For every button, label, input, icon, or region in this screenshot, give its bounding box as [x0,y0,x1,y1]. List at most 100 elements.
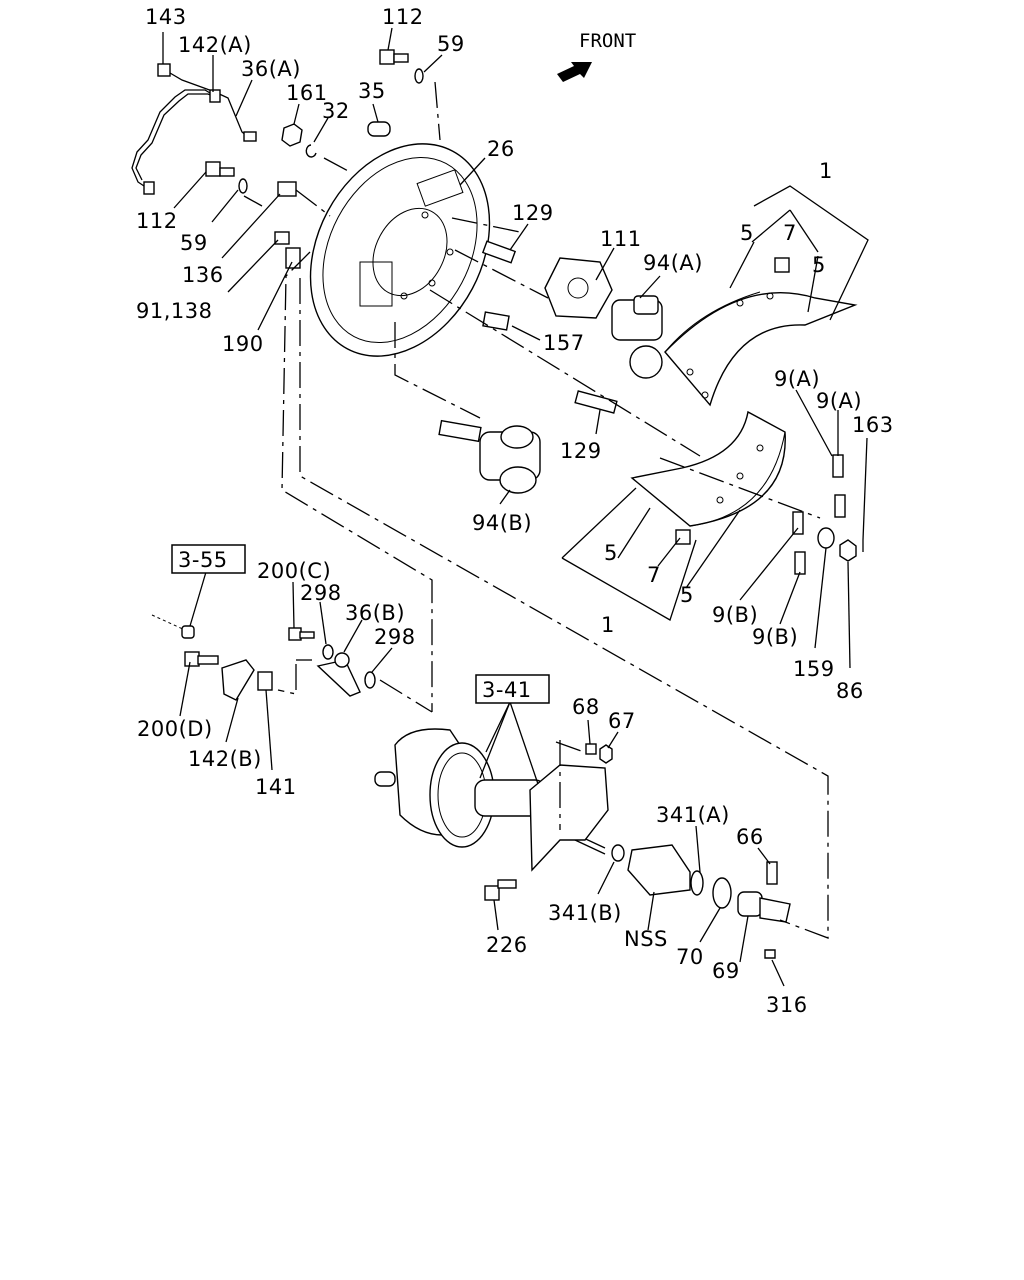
callout-7-bot: 7 [647,563,661,587]
callout-1-top: 1 [819,159,833,183]
callout-136: 136 [182,263,224,287]
backing-plate-26 [309,143,491,357]
rivet-7-top [774,257,790,273]
front-arrow-icon [557,62,592,82]
assembly-lines [243,81,829,939]
callout-298-1: 298 [300,581,342,605]
callout-142a: 142(A) [178,33,252,57]
hose-end-36a [243,131,257,142]
hose-end-lower [143,181,155,195]
clip-190 [285,247,301,269]
reference-label-3-41: 3-41 [482,678,532,702]
plug-35 [367,121,391,137]
callout-94b: 94(B) [472,511,532,535]
pin-66 [766,861,778,885]
anchor-pins [481,240,618,414]
bolt-157 [482,311,510,331]
clip-316 [764,949,776,959]
nut-67 [599,744,613,764]
callout-112-left: 112 [136,209,178,233]
callout-159: 159 [793,657,835,681]
callout-5-top-left: 5 [740,221,754,245]
callout-32: 32 [322,99,350,123]
callout-129-top: 129 [512,201,554,225]
callout-86: 86 [836,679,864,703]
callout-9a-1: 9(A) [774,367,820,391]
callout-1-bot: 1 [601,613,615,637]
callout-9b-2: 9(B) [752,625,798,649]
reference-box-3-41[interactable]: 3-41 [475,674,550,704]
callout-190: 190 [222,332,264,356]
shoe-hardware [792,454,864,575]
bolt-112-left [205,161,221,177]
clip-141 [257,671,273,691]
callout-129-mid: 129 [560,439,602,463]
callout-35: 35 [358,79,386,103]
callout-157: 157 [543,331,585,355]
callout-5-bot-right: 5 [680,583,694,607]
callout-70: 70 [676,945,704,969]
bracket [529,764,609,872]
callout-94a: 94(A) [643,251,703,275]
callout-59-left: 59 [180,231,208,255]
bolt-143 [157,63,171,77]
callout-226: 226 [486,933,528,957]
pin-129-mid [574,390,618,414]
brake-hose [131,63,257,195]
clevis-69 [737,891,763,917]
callout-91-138: 91,138 [136,299,212,323]
callout-7-top: 7 [783,221,797,245]
callout-66: 66 [736,825,764,849]
wheel-cylinder-94b [438,419,541,494]
callout-9b-1: 9(B) [712,603,758,627]
callout-341a: 341(A) [656,803,730,827]
callout-36b: 36(B) [345,601,405,625]
top-fasteners [205,49,424,269]
callout-5-top-right: 5 [812,253,826,277]
lever-assembly [151,614,376,701]
ring-341a [690,870,704,896]
callout-26: 26 [487,137,515,161]
callout-labels: 143 142(A) 36(A) 112 59 161 32 35 26 112… [136,5,894,1017]
front-label: FRONT [579,30,636,52]
brake-shoe-upper [664,257,858,407]
callout-59-top: 59 [437,32,465,56]
boot-nss [627,844,691,896]
leader-lines [162,27,869,987]
callout-67: 67 [608,709,636,733]
callout-112-top: 112 [382,5,424,29]
callout-nss: NSS [624,927,668,951]
callout-36a: 36(A) [241,57,301,81]
callout-316: 316 [766,993,808,1017]
callout-298-2: 298 [374,625,416,649]
wheel-cylinder-94a [544,257,663,379]
washer-59-top [414,68,424,84]
callout-69: 69 [712,959,740,983]
pin-129-top [481,240,517,264]
callout-200d: 200(D) [137,717,213,741]
clip-32 [305,144,317,158]
callout-141: 141 [255,775,297,799]
plug-136 [277,181,297,197]
clip-142a [209,89,221,103]
callout-5-bot-left: 5 [604,541,618,565]
washer-59-left [238,178,248,194]
bolt-112-top [379,49,395,65]
nut-86 [839,539,857,562]
ring-341b [611,844,625,862]
nut-161 [281,123,303,147]
callout-341b: 341(B) [548,901,622,925]
brake-shoe-lower [630,410,786,545]
rivet-7-bottom [675,529,691,545]
nut-70 [712,877,732,909]
callout-9a-2: 9(A) [816,389,862,413]
front-indicator: FRONT [557,30,636,82]
washer-68 [585,743,597,755]
callout-163: 163 [852,413,894,437]
callout-68: 68 [572,695,600,719]
callout-200c: 200(C) [257,559,331,583]
callout-143: 143 [145,5,187,29]
reference-box-3-55[interactable]: 3-55 [171,544,246,574]
reference-label-3-55: 3-55 [178,548,228,572]
